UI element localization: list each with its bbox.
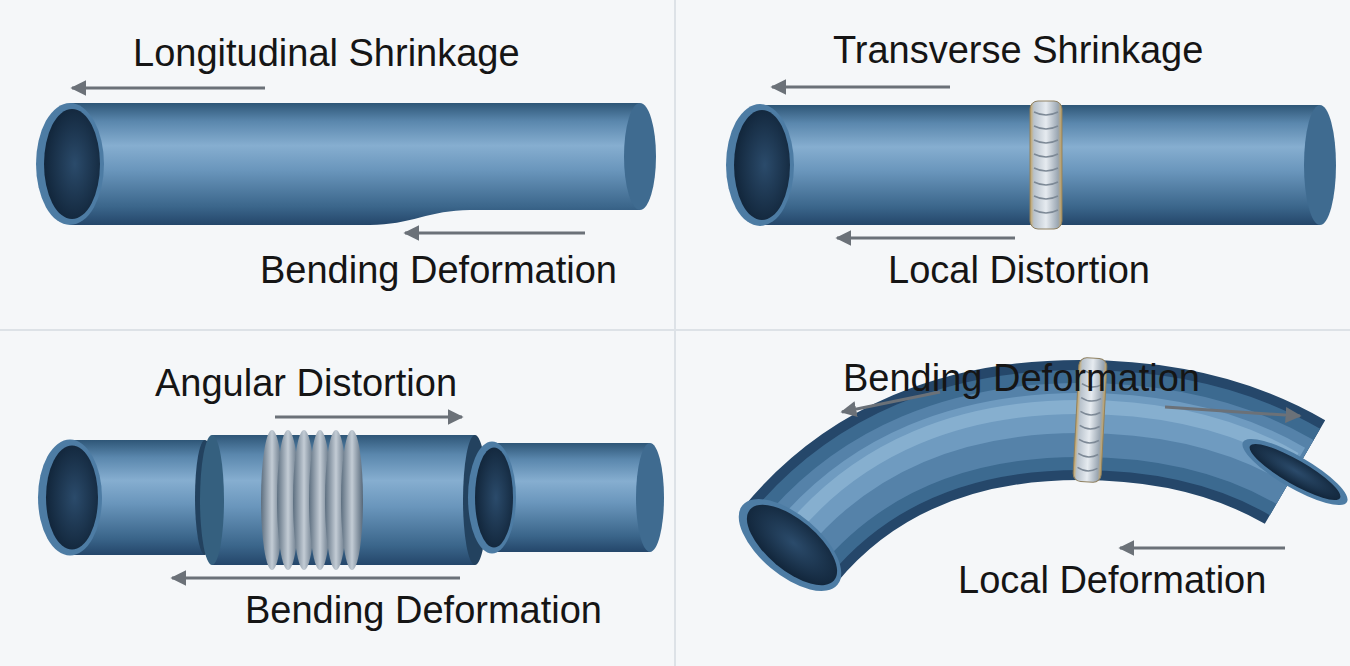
- pipe-rim: [38, 440, 102, 556]
- pipe-rim: [468, 442, 516, 554]
- pipe-end: [200, 435, 224, 565]
- direction-arrows: [72, 87, 1300, 578]
- pipe-end: [636, 443, 664, 552]
- pipe-highlight: [790, 407, 1295, 532]
- direction-arrow: [172, 577, 460, 580]
- pipe-opening: [1244, 436, 1346, 509]
- bellows-fold: [341, 430, 363, 570]
- pipe-opening: [734, 110, 790, 220]
- direction-arrow: [772, 86, 950, 89]
- pipe-rim: [726, 104, 794, 226]
- distortion-label: Longitudinal Shrinkage: [133, 31, 520, 75]
- pipe-body: [70, 103, 640, 225]
- distortion-label: Bending Deformation: [245, 588, 602, 632]
- pipe-end: [1304, 105, 1336, 225]
- direction-arrow: [275, 416, 462, 419]
- direction-arrow: [72, 87, 265, 90]
- pipe-opening: [475, 448, 513, 548]
- pipe-opening: [44, 109, 100, 219]
- distortion-label: Local Deformation: [958, 558, 1266, 602]
- weld-bead: [1030, 101, 1062, 229]
- pipe-end: [624, 103, 656, 210]
- direction-arrow: [1120, 547, 1285, 550]
- distortion-label: Transverse Shrinkage: [833, 28, 1203, 72]
- distortion-label: Bending Deformation: [843, 356, 1200, 400]
- bent-pipe: [790, 407, 1295, 545]
- pipe-rim: [723, 482, 857, 608]
- pipe-rim: [36, 103, 104, 225]
- distortion-label: Bending Deformation: [260, 248, 617, 292]
- direction-arrow: [837, 237, 1015, 240]
- direction-arrow: [1165, 407, 1300, 416]
- direction-arrow: [405, 232, 585, 235]
- panel-divider: [674, 0, 676, 666]
- pipe-rim: [1235, 428, 1350, 516]
- pipe-opening: [734, 490, 850, 599]
- distortion-label: Local Distortion: [888, 248, 1150, 292]
- panel-divider: [0, 329, 1350, 331]
- distortion-label: Angular Distortion: [155, 361, 457, 405]
- weld-ripples: [1034, 112, 1058, 213]
- pipe-opening: [46, 446, 98, 550]
